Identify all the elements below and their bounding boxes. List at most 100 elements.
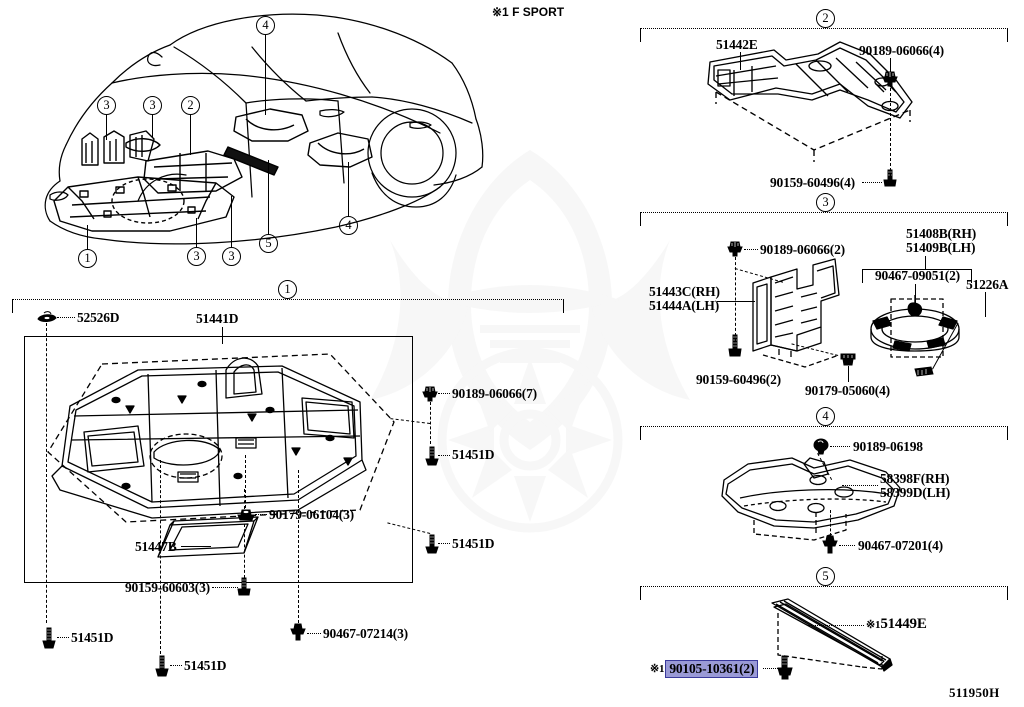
group-1-number: 1 <box>278 280 297 299</box>
leader-51451d-b <box>438 543 450 544</box>
fastener-90189-06198-art <box>812 437 830 455</box>
group-5-number: 5 <box>816 567 835 586</box>
part-90189-06066-7: 90189-06066(7) <box>452 386 537 401</box>
leader-51443c <box>717 301 755 302</box>
leader-90159-60603-3 <box>212 587 238 588</box>
part-51408b-rh: 51408B(RH) <box>906 226 976 241</box>
group-3-number: 3 <box>816 193 835 212</box>
part-51451d-d: 51451D <box>184 658 227 673</box>
leader-90467-07214-3 <box>307 633 321 634</box>
part-90467-09051-2: 90467-09051(2) <box>875 268 960 283</box>
leader-90179-06104-3-v <box>245 455 246 508</box>
part-51449e-label: 51449E <box>880 616 927 632</box>
callout-1-engine-under: 1 <box>78 249 97 268</box>
leader-90159-60496-4 <box>862 182 882 183</box>
part-90189-06066-2: 90189-06066(2) <box>760 242 845 257</box>
part-58399d-lh: 58399D(LH) <box>880 485 950 500</box>
part-51451d-a: 51451D <box>452 447 495 462</box>
part-51441d: 51441D <box>196 311 239 326</box>
leader-51441d-v <box>222 327 223 344</box>
callout-leader-1 <box>87 225 88 250</box>
leader-90189-06066-4-v2 <box>890 88 891 176</box>
callout-leader-3c <box>196 218 197 248</box>
leader-58398f <box>842 485 878 486</box>
part-90159-60603-3: 90159-60603(3) <box>125 580 210 595</box>
fastener-51451d-c-art <box>42 627 56 651</box>
leader-90189-06066-7 <box>438 393 450 394</box>
callout-leader-3d <box>231 196 232 248</box>
leader-52526d-v <box>46 323 47 623</box>
part-90467-07201-4: 90467-07201(4) <box>858 538 943 553</box>
group-1-bracket <box>12 299 564 313</box>
marker-x1-51449e: ※1 <box>866 619 881 631</box>
fastener-51451d-b-art <box>425 534 439 556</box>
part-51451d-c: 51451D <box>71 630 114 645</box>
part-90179-05060-4: 90179-05060(4) <box>805 383 890 398</box>
part-art-58398f <box>718 450 908 541</box>
fastener-52526d-art <box>36 310 58 324</box>
leader-51408b-v <box>925 256 926 269</box>
part-51442e: 51442E <box>716 37 758 52</box>
fastener-90467-07214-3-art <box>289 623 307 643</box>
leader-51451d-d <box>170 665 182 666</box>
part-51226a: 51226A <box>966 277 1009 292</box>
callout-4-rear-door: 4 <box>339 216 358 235</box>
fastener-90159-60603-3-art <box>237 577 251 599</box>
group-2-number: 2 <box>816 9 835 28</box>
diagram-id-code: 511950H <box>949 685 1000 700</box>
leader-90189-06066-4-v <box>890 58 891 72</box>
leader-90189-06066-2-v <box>735 257 736 341</box>
fastener-51451d-d-art <box>155 655 169 679</box>
fastener-90179-06104-3-art <box>236 508 256 522</box>
part-90189-06198: 90189-06198 <box>853 439 923 454</box>
part-90159-60496-4: 90159-60496(4) <box>770 175 855 190</box>
fastener-51451d-a-art <box>425 446 439 468</box>
part-art-51442e <box>700 40 930 170</box>
footnote-f-sport: ※1 F SPORT <box>492 5 565 19</box>
fastener-90189-06066-2-art <box>726 240 744 258</box>
leader-90189-06066-2 <box>744 249 758 250</box>
part-art-51441d <box>30 340 410 540</box>
callout-leader-4b <box>348 162 349 217</box>
part-52526d: 52526D <box>77 310 120 325</box>
callout-5-rocker: 5 <box>259 234 278 253</box>
part-art-51443c <box>735 255 855 375</box>
leader-90467-07201-4-v <box>830 510 831 536</box>
group-4-number: 4 <box>816 407 835 426</box>
leader-90467-09051-2-v <box>915 284 916 308</box>
leader-90105-10361-2 <box>763 668 778 669</box>
part-90159-60496-2: 90159-60496(2) <box>696 372 781 387</box>
leader-90467-07201-4 <box>839 545 855 546</box>
callout-leader-4a <box>265 35 266 115</box>
part-art-51226a <box>913 364 935 380</box>
part-51449e: ※151449E <box>866 617 927 632</box>
callout-3-front-left: 3 <box>97 96 116 115</box>
part-51409b-lh: 51409B(LH) <box>906 240 976 255</box>
leader-51451d-a <box>438 455 450 456</box>
leader-90179-06104-3 <box>255 514 267 515</box>
part-51451d-b: 51451D <box>452 536 495 551</box>
callout-2-engine: 2 <box>181 96 200 115</box>
leader-51449e <box>808 625 864 626</box>
leader-51447b <box>181 546 211 547</box>
group-4-bracket <box>640 426 1008 440</box>
part-90189-06066-4: 90189-06066(4) <box>859 43 944 58</box>
fastener-90105-10361-2-art <box>776 655 794 681</box>
callout-leader-5 <box>268 160 269 235</box>
leader-90159-60603-3-v <box>244 489 245 509</box>
part-90179-06104-3: 90179-06104(3) <box>269 507 354 522</box>
part-90105-10361-2[interactable]: 90105-10361(2) <box>665 660 759 678</box>
leader-90189-06198 <box>830 446 850 447</box>
group-1-inner-box <box>24 336 413 583</box>
leader-90189-06066-7-v <box>430 402 431 444</box>
leader-90159-60603-3-v2 <box>244 524 245 578</box>
fastener-90189-06066-7-art <box>421 385 439 403</box>
part-90467-07214-3: 90467-07214(3) <box>323 626 408 641</box>
marker-x1-90105: ※1 <box>650 662 665 675</box>
callout-3-under-right: 3 <box>222 247 241 266</box>
part-51443c-rh: 51443C(RH) <box>649 284 720 299</box>
leader-90467-07214-3-v <box>298 470 299 623</box>
group-2-bracket <box>640 28 1008 42</box>
